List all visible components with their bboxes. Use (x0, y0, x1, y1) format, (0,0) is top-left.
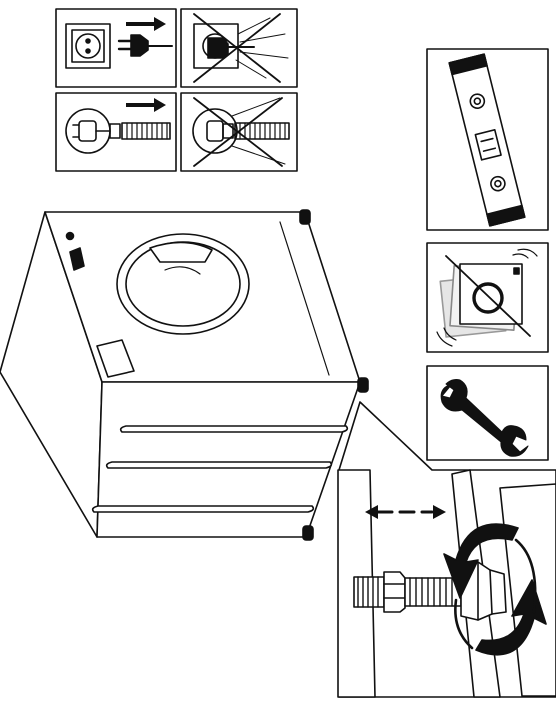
transport-bolt-remove-prohibited-icon (180, 92, 298, 172)
wrench-icon (426, 365, 549, 461)
plug-unplug-icon (55, 8, 177, 88)
spirit-level-icon (426, 48, 549, 231)
plug-unplug-prohibited-icon (180, 8, 298, 88)
washing-machine-icon (0, 209, 369, 541)
transport-bolt-remove-icon (55, 92, 177, 172)
no-vibration-icon (426, 242, 549, 353)
adjustable-foot-detail-icon (337, 401, 556, 698)
